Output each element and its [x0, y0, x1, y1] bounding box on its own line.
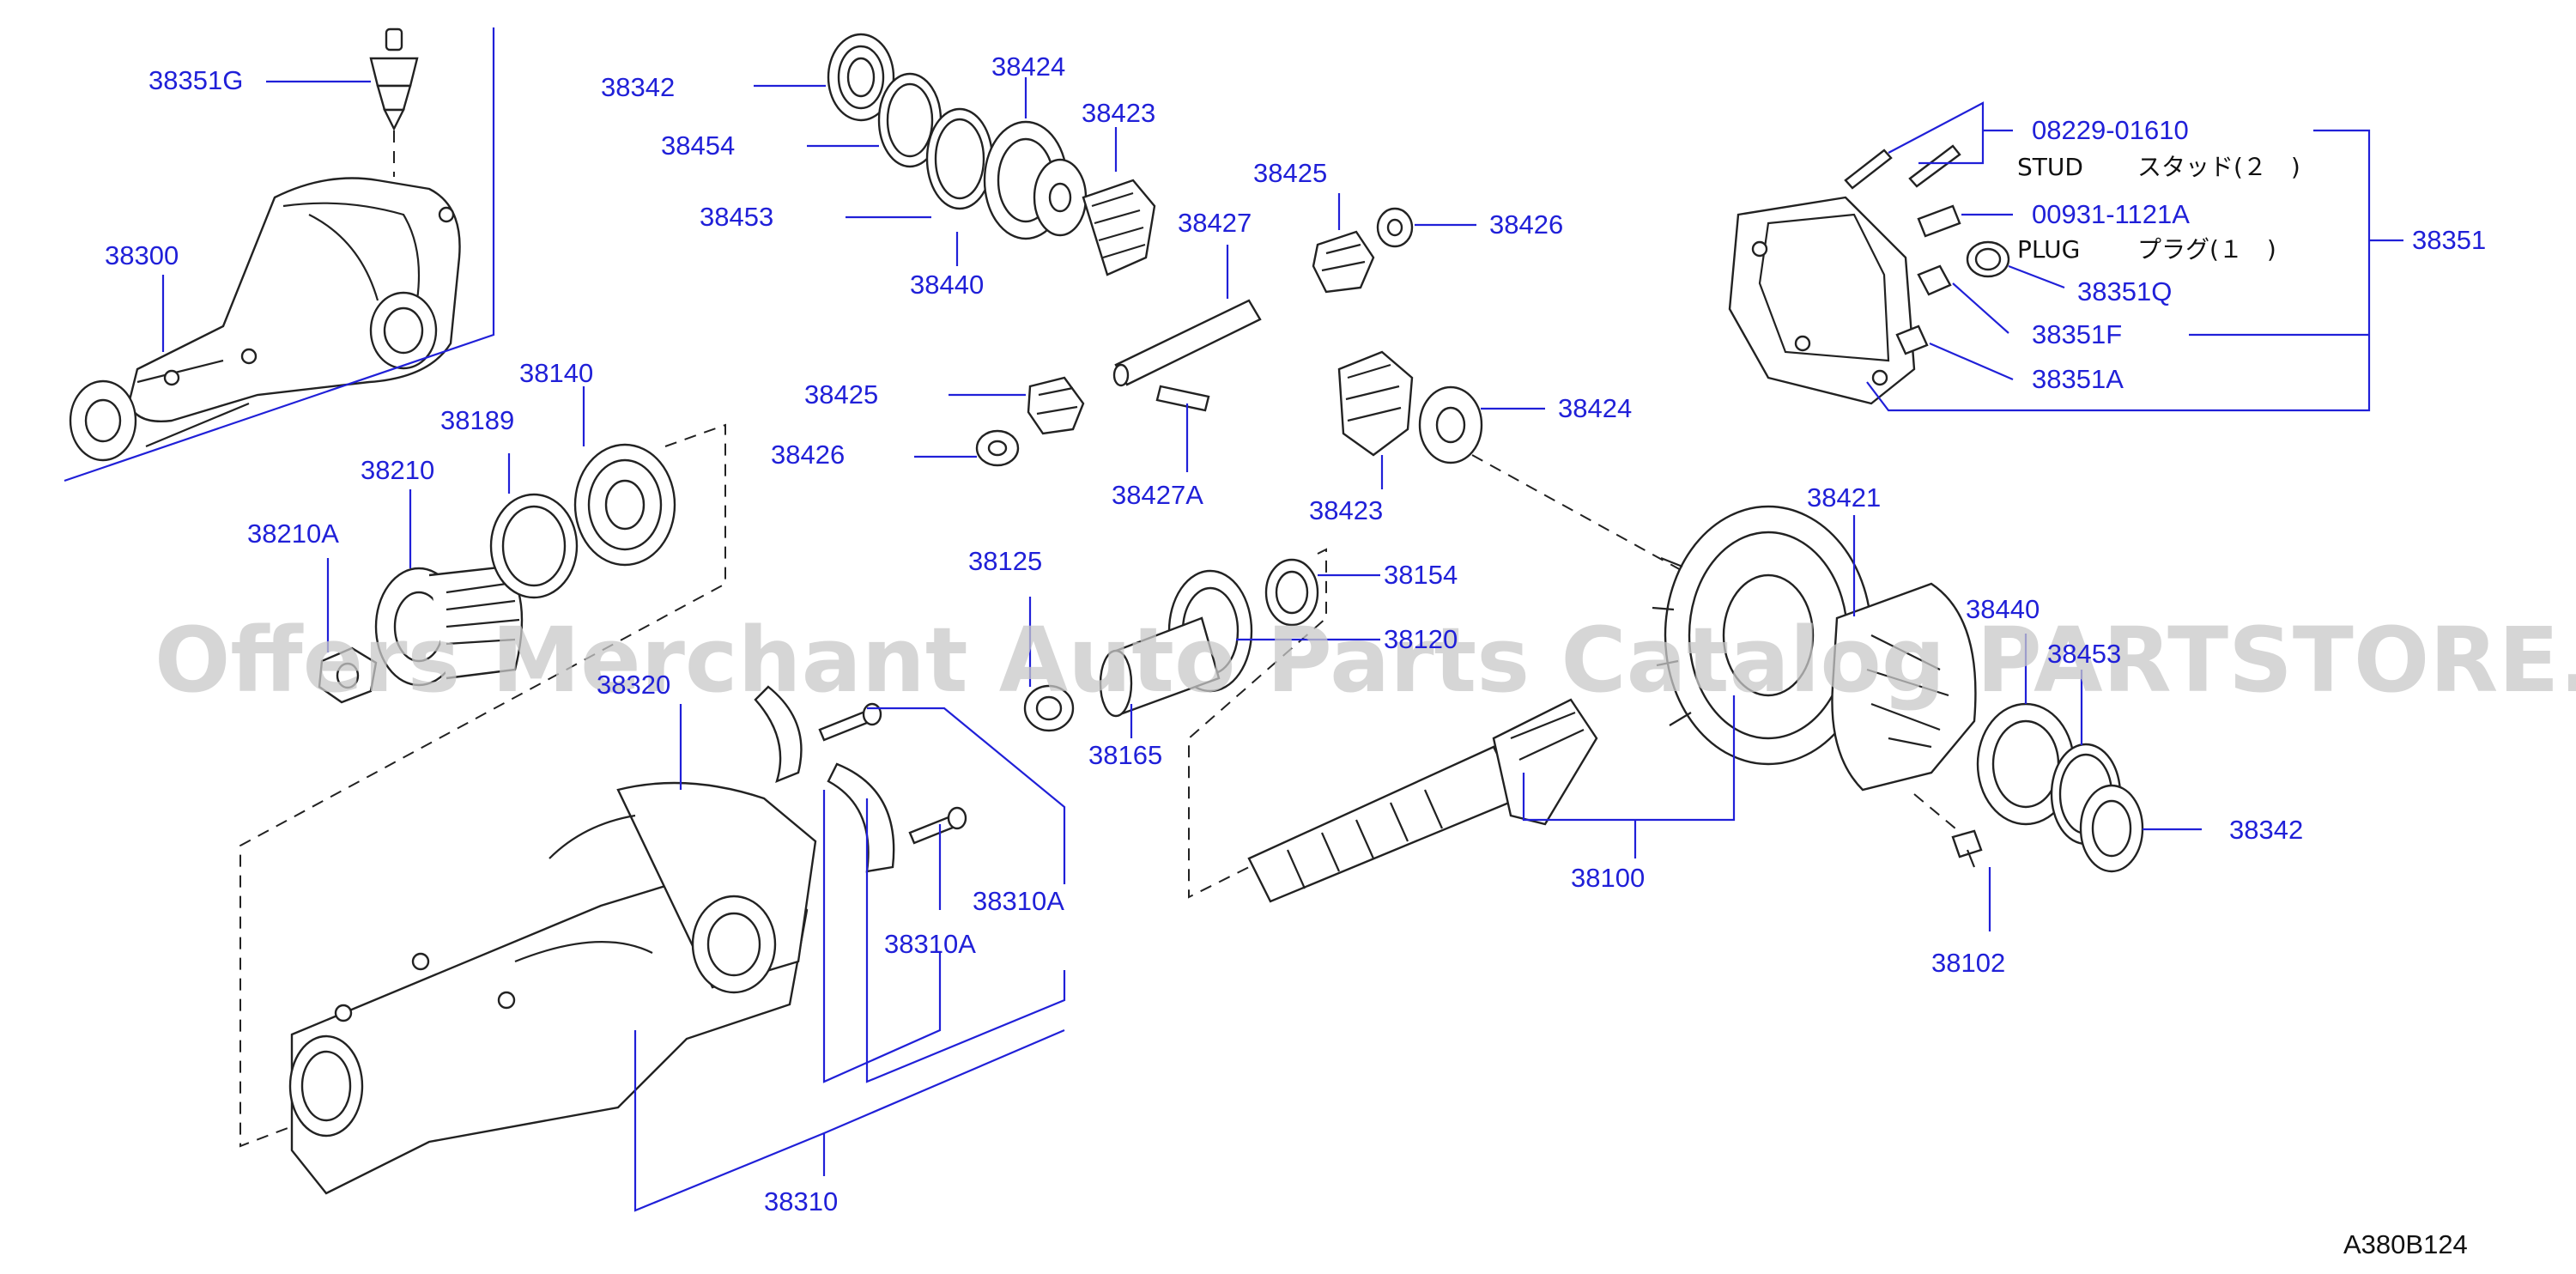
note-plug-en: PLUG	[2017, 235, 2080, 264]
label-38165[interactable]: 38165	[1088, 740, 1162, 770]
pinion-spacer	[1023, 684, 1075, 732]
side-gear-washer-mid	[1418, 385, 1483, 464]
thrust-washer-top	[1376, 207, 1414, 248]
label-38310A-2[interactable]: 38310A	[884, 929, 976, 959]
diagram-code: A380B124	[2343, 1229, 2468, 1259]
note-plug-jp: プラグ(１ )	[2137, 235, 2276, 264]
label-38423-mid[interactable]: 38423	[1309, 495, 1383, 525]
label-38424-top[interactable]: 38424	[991, 52, 1065, 82]
label-38140[interactable]: 38140	[519, 358, 593, 388]
side-gear-mid	[1337, 350, 1414, 457]
part-labels: 38351G 38300 38342 38454 38453 38424 384…	[105, 52, 2486, 1216]
label-38351Q[interactable]: 38351Q	[2077, 276, 2172, 306]
label-38210A[interactable]: 38210A	[247, 519, 339, 549]
label-38423-top[interactable]: 38423	[1082, 98, 1155, 128]
note-stud-en: STUD	[2017, 153, 2083, 181]
label-38424-mid[interactable]: 38424	[1558, 393, 1632, 423]
label-38453-top[interactable]: 38453	[700, 202, 773, 232]
label-38351F[interactable]: 38351F	[2032, 319, 2122, 349]
pinion-mate-shaft	[1112, 299, 1262, 387]
part-notes: STUD スタッド(２ ) PLUG プラグ(１ )	[2017, 153, 2300, 264]
differential-assembly	[69, 177, 461, 462]
companion-flange	[374, 565, 524, 687]
flange-nut	[318, 646, 378, 704]
thrust-washer-mid	[975, 429, 1020, 467]
label-38320[interactable]: 38320	[597, 670, 670, 700]
label-38342-top[interactable]: 38342	[601, 72, 675, 102]
ring-gear-bolt	[1913, 793, 1983, 868]
pilot-bearing	[573, 443, 676, 567]
pinion-mate-gear-top	[1312, 230, 1375, 294]
label-38453-bottom[interactable]: 38453	[2047, 639, 2121, 669]
cover-studs	[1844, 144, 1961, 190]
part-drawings	[64, 27, 2144, 1195]
side-retainer-right	[827, 762, 895, 873]
label-38427A[interactable]: 38427A	[1112, 480, 1203, 510]
label-38425-top[interactable]: 38425	[1253, 158, 1327, 188]
cover-drain-plug	[1895, 325, 1929, 355]
label-38440-bottom[interactable]: 38440	[1966, 594, 2040, 624]
label-38425-mid[interactable]: 38425	[804, 379, 878, 410]
cover-filler-plug	[1917, 264, 1952, 296]
side-gear-top	[1082, 179, 1156, 276]
label-38426-mid[interactable]: 38426	[771, 440, 845, 470]
label-38421[interactable]: 38421	[1807, 482, 1881, 513]
label-38210[interactable]: 38210	[361, 455, 434, 485]
ring-gear	[1652, 505, 1873, 766]
label-38454[interactable]: 38454	[661, 130, 735, 161]
pinion-mate-gear-mid	[1027, 376, 1085, 435]
breather-plug	[369, 27, 419, 177]
label-38342-bottom[interactable]: 38342	[2229, 815, 2303, 845]
side-bearing-top	[827, 33, 1088, 240]
retainer-bolt-2	[908, 806, 967, 845]
label-38440-top[interactable]: 38440	[910, 270, 984, 300]
note-stud-jp: スタッド(２ )	[2137, 153, 2300, 181]
label-38189[interactable]: 38189	[440, 405, 514, 435]
label-38100[interactable]: 38100	[1571, 863, 1645, 893]
label-08229-01610[interactable]: 08229-01610	[2032, 115, 2189, 145]
label-38426-top[interactable]: 38426	[1489, 209, 1563, 240]
label-38154[interactable]: 38154	[1384, 560, 1458, 590]
label-38300[interactable]: 38300	[105, 240, 179, 270]
label-38351G[interactable]: 38351G	[148, 65, 243, 95]
label-38102[interactable]: 38102	[1931, 948, 2005, 978]
label-38120[interactable]: 38120	[1384, 624, 1458, 654]
leader-lines	[161, 77, 2403, 1212]
rear-cover	[1728, 196, 1916, 405]
differential-case	[1831, 582, 1977, 792]
label-38351A[interactable]: 38351A	[2032, 364, 2124, 394]
front-pinion-bearing	[1099, 569, 1253, 718]
watermark: Offers Merchant Auto Parts Catalog PARTS…	[155, 608, 2576, 713]
bearing-shim	[1264, 558, 1319, 627]
label-38427[interactable]: 38427	[1178, 208, 1252, 238]
gear-carrier	[288, 781, 817, 1195]
side-bearing-bottom	[1976, 702, 2144, 873]
label-38310[interactable]: 38310	[764, 1186, 838, 1216]
side-retainer-left	[754, 685, 803, 784]
lock-pin	[1155, 385, 1210, 412]
label-00931-1121A[interactable]: 00931-1121A	[2032, 199, 2190, 229]
label-38125[interactable]: 38125	[968, 546, 1042, 576]
drive-pinion	[1247, 698, 1598, 903]
label-38310A-1[interactable]: 38310A	[973, 886, 1064, 916]
cover-seal	[1966, 240, 2010, 278]
oil-seal-front	[489, 493, 579, 599]
cover-plug	[1917, 204, 1961, 238]
label-38351[interactable]: 38351	[2412, 225, 2486, 255]
